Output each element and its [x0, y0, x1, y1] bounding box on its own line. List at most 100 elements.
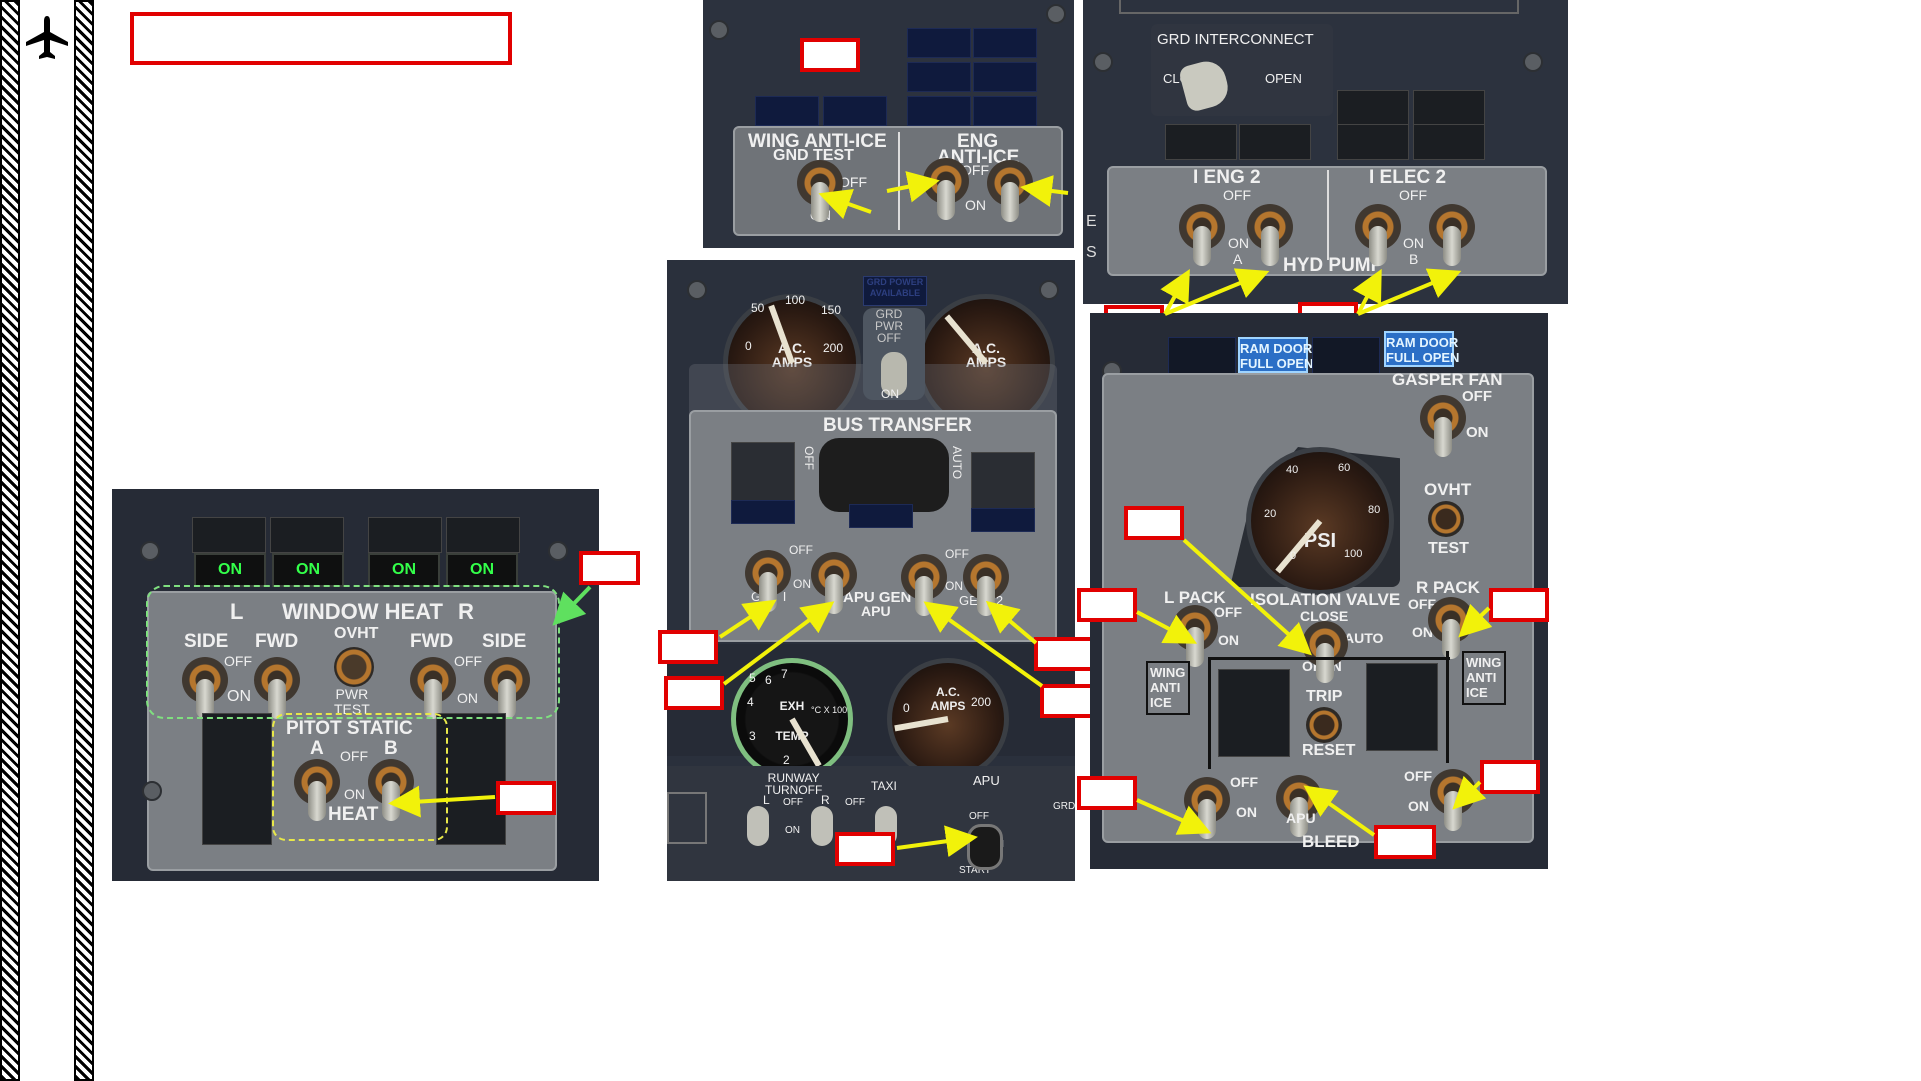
pitot-off-label: OFF	[340, 748, 368, 764]
screw	[548, 541, 568, 561]
runway-turnoff-label: RUNWAY TURNOFF	[765, 771, 823, 797]
elec-2-hyd-pump-switch[interactable]	[1429, 204, 1475, 266]
blank-annunciator	[446, 517, 520, 553]
runway-turnoff-off-r-label: OFF	[845, 797, 865, 808]
side-l-label: SIDE	[184, 631, 229, 652]
pitot-a-switch[interactable]	[294, 759, 340, 821]
window-heat-side-r-switch[interactable]	[484, 657, 530, 719]
dark-annunciator	[1337, 124, 1409, 160]
runway-turnoff-l-switch[interactable]	[747, 806, 769, 846]
hyd-off-2-label: OFF	[1399, 187, 1427, 203]
grd-pwr-switch[interactable]	[881, 352, 907, 396]
r-pack-on-label: ON	[1412, 624, 1433, 640]
annotation-box-bleed-2	[1480, 760, 1540, 794]
isolation-valve-switch[interactable]	[1302, 621, 1348, 683]
egt-tick-6: 6	[765, 673, 772, 687]
grd-pwr-on-label: ON	[881, 387, 899, 401]
apu-label: APU	[861, 603, 891, 619]
screw	[709, 20, 729, 40]
lighting-panel-bracket	[667, 792, 707, 844]
bus-transfer-switch[interactable]	[819, 438, 949, 512]
gen-1-switch[interactable]	[745, 550, 791, 612]
eng-anti-ice-1-switch[interactable]	[923, 158, 969, 220]
ram-door-full-open-light-2: RAM DOOR FULL OPEN	[1384, 331, 1459, 367]
apu-gen-1-switch[interactable]	[811, 552, 857, 614]
elec-1-hyd-pump-switch[interactable]	[1355, 204, 1401, 266]
dark-annunciator	[1413, 124, 1485, 160]
wing-anti-ice-r-box	[1462, 651, 1506, 705]
bleed-1-switch[interactable]	[1184, 777, 1230, 839]
eng-1-hyd-pump-switch[interactable]	[1179, 204, 1225, 266]
hyd-divider	[1327, 170, 1329, 260]
dark-annunciator	[1312, 337, 1380, 375]
bleed-label: BLEED	[1302, 832, 1360, 851]
iso-auto-label: AUTO	[1344, 630, 1384, 646]
egt-tick-2: 2	[783, 753, 790, 767]
gasper-fan-switch[interactable]	[1420, 395, 1466, 457]
top-strip	[1119, 0, 1519, 14]
window-heat-on-light-2: ON	[272, 553, 344, 587]
wing-anti-ice-l-box	[1146, 661, 1190, 715]
apu-ac-amps-label: A.C. AMPS	[930, 685, 966, 713]
dark-annunciator-stack	[1218, 669, 1290, 757]
bleed-duct-line-right	[1446, 651, 1449, 763]
anti-ice-divider	[898, 132, 900, 230]
gen-2-switch[interactable]	[963, 554, 1009, 616]
blank-annunciator	[192, 517, 266, 553]
window-heat-fwd-l-switch[interactable]	[254, 657, 300, 719]
grd-interconnect-label: GRD INTERCONNECT	[1157, 31, 1314, 48]
window-on-r-label: ON	[457, 690, 478, 706]
l-pack-switch[interactable]	[1172, 605, 1218, 667]
apu-gen-2-switch[interactable]	[901, 554, 947, 616]
l-pack-on-label: ON	[1218, 632, 1239, 648]
trip-reset-button[interactable]	[1306, 707, 1342, 743]
window-heat-side-l-switch[interactable]	[182, 657, 228, 719]
eng-title: ENG	[957, 131, 999, 152]
bleed-2-switch[interactable]	[1430, 769, 1476, 831]
egt-tick-7: 7	[781, 667, 788, 681]
bleed-on-r-label: ON	[1408, 798, 1429, 814]
reset-label: RESET	[1302, 742, 1356, 759]
gasper-on-label: ON	[1466, 424, 1489, 441]
r-pack-switch[interactable]	[1428, 597, 1474, 659]
gauge-tick-0: 0	[745, 339, 752, 353]
hyd-on-b-label: ON	[1403, 235, 1424, 251]
runway-turnoff-on-label: ON	[785, 825, 800, 836]
anti-ice-panel: WING ANTI-ICE GND TEST OFF ON ENG ANTI-I…	[703, 0, 1074, 248]
window-off-r-label: OFF	[454, 653, 482, 669]
apu-ac-amps-gauge: A.C. AMPS	[887, 658, 1009, 780]
annotation-box-r-pack	[1489, 588, 1549, 622]
iso-close-label: CLOSE	[1300, 608, 1349, 624]
test-label: TEST	[1428, 540, 1469, 557]
dark-annunciator	[1337, 90, 1409, 126]
blank-annunciator	[368, 517, 442, 553]
gasper-fan-label: GASPER FAN	[1392, 370, 1503, 389]
psi-tick-20: 20	[1264, 508, 1277, 520]
lower-gauge-panel	[667, 644, 1075, 756]
screw	[687, 280, 707, 300]
eng-anti-ice-2-switch[interactable]	[987, 160, 1033, 222]
window-heat-fwd-r-switch[interactable]	[410, 657, 456, 719]
ovht-test-button[interactable]	[1428, 501, 1464, 537]
psi-tick-80: 80	[1368, 504, 1381, 516]
edge-label-s: S	[1086, 244, 1097, 261]
apu-amps-tick-200: 200	[971, 695, 992, 709]
runway-turnoff-r-switch[interactable]	[811, 806, 833, 846]
bus-off-label: OFF	[802, 446, 816, 470]
dark-annunciator	[907, 96, 971, 126]
grd-power-available-light: GRD POWER AVAILABLE	[863, 276, 927, 306]
duct-pressure-gauge: PSI	[1246, 447, 1394, 595]
hyd-b-label: B	[1409, 251, 1419, 267]
egt-tick-3: 3	[749, 729, 756, 743]
dark-annunciator	[1165, 124, 1237, 160]
window-heat-panel: ON ON ON ON L WINDOW HEAT R SIDE FWD OVH…	[112, 489, 599, 881]
eng-2-hyd-pump-switch[interactable]	[1247, 204, 1293, 266]
dark-blue-annunciator	[849, 504, 913, 528]
egt-scale-label: °C X 100	[811, 705, 848, 715]
apu-start-switch[interactable]	[967, 824, 1003, 870]
wing-anti-ice-switch[interactable]	[797, 160, 843, 222]
pneumatic-panel: RAM DOOR FULL OPEN RAM DOOR FULL OPEN GA…	[1090, 313, 1548, 869]
window-heat-pwr-test-button[interactable]	[334, 647, 374, 687]
gen-off-r-label: OFF	[945, 547, 969, 561]
psi-tick-60: 60	[1338, 462, 1351, 474]
